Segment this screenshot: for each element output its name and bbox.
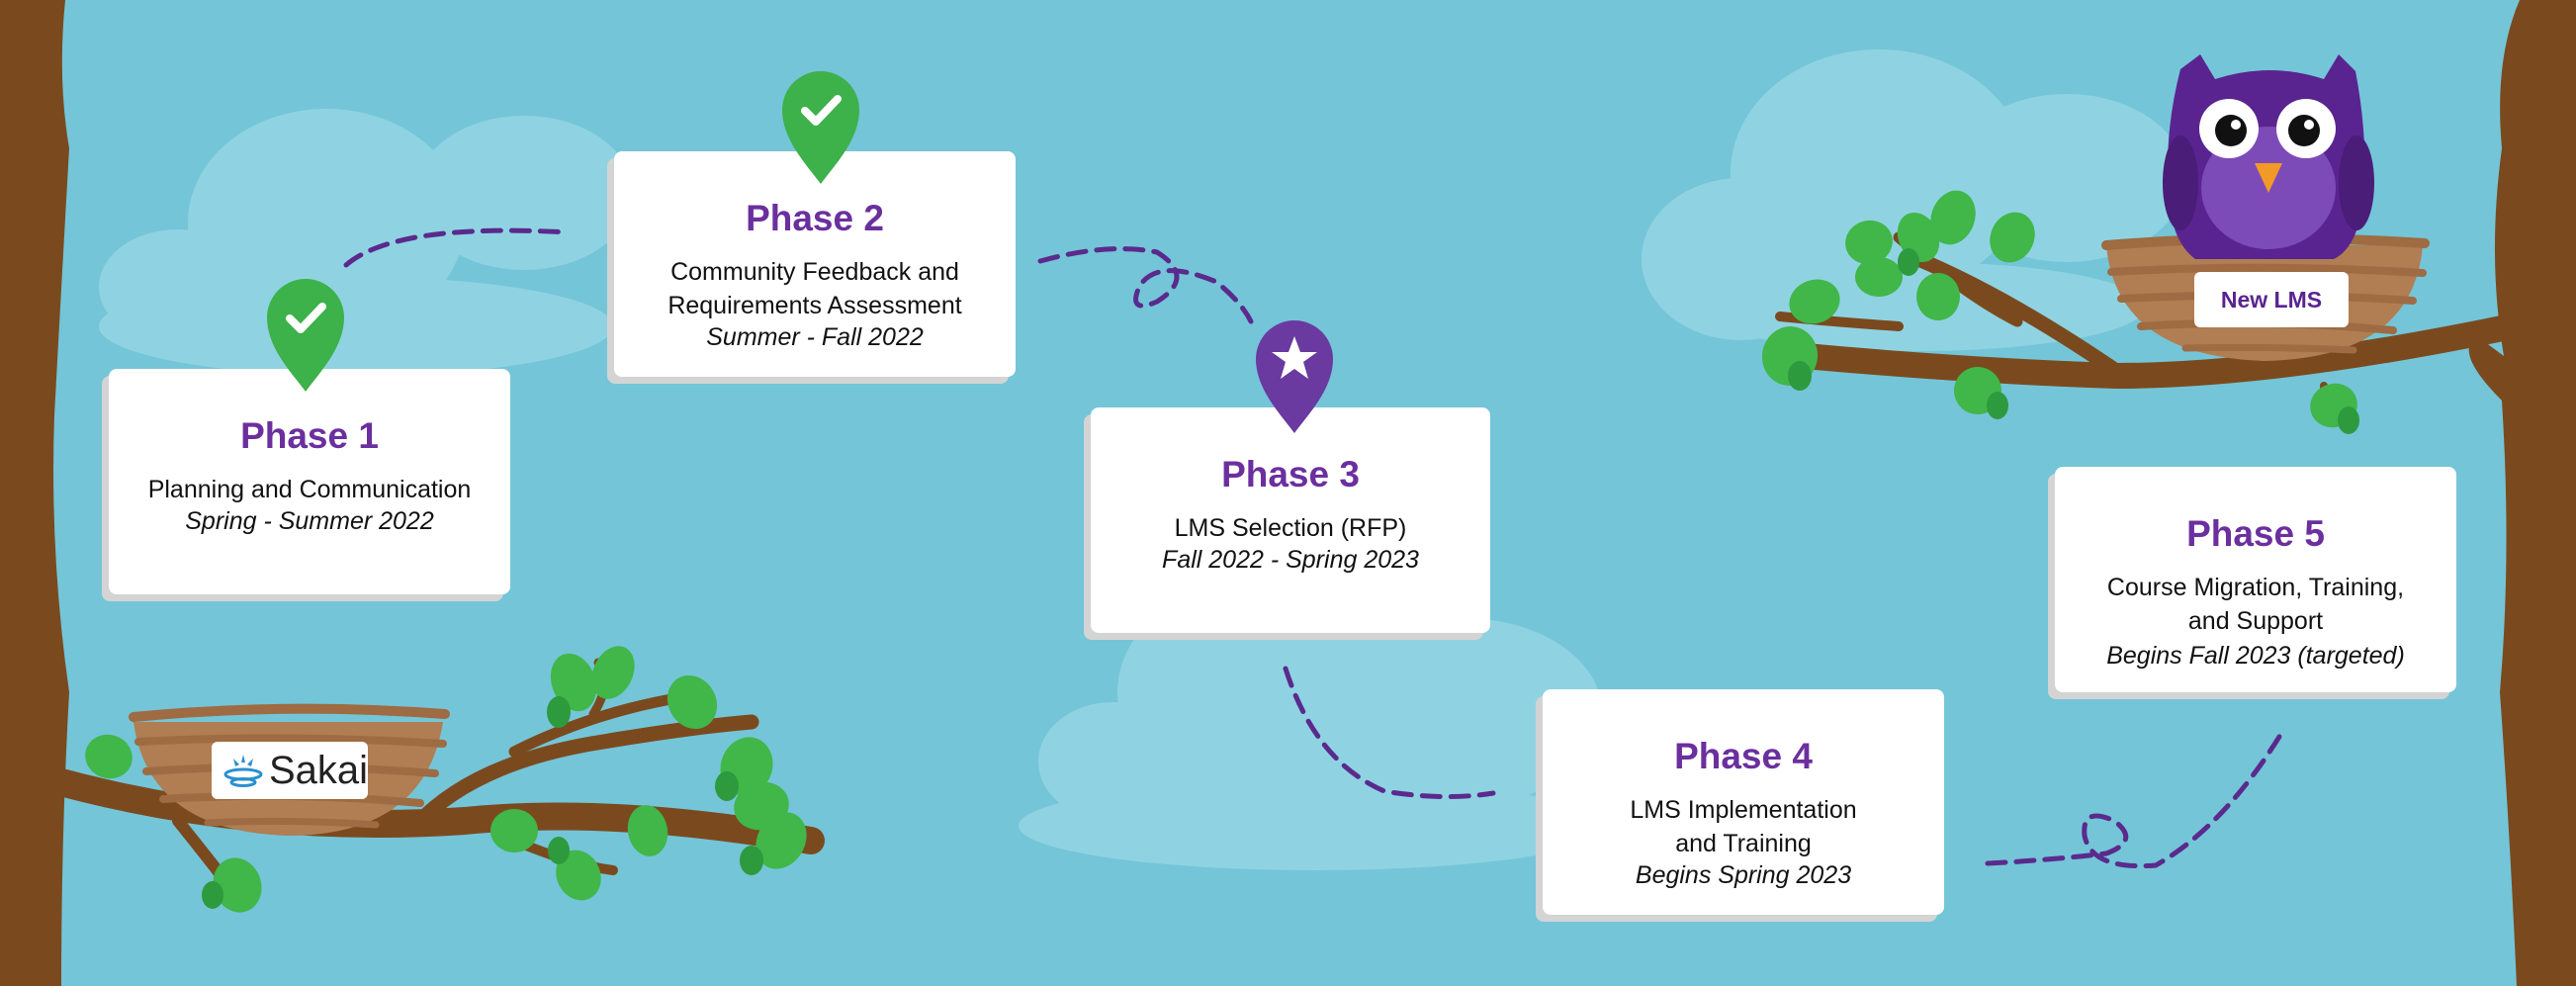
check-pin-icon (267, 279, 344, 392)
phase-dates: Fall 2022 - Spring 2023 (1162, 546, 1419, 574)
phase-5-card: Phase 5 Course Migration, Training, and … (2055, 467, 2456, 692)
phase-description-line-2: Requirements Assessment (667, 292, 962, 319)
phase-description: Planning and Communication (147, 476, 472, 503)
phase-dates: Summer - Fall 2022 (706, 323, 924, 351)
phase-description-line-2: and Support (2187, 607, 2324, 635)
phase-title: Phase 4 (1674, 736, 1813, 776)
left-tree-trunk (0, 0, 69, 986)
dashed-progress-path (343, 227, 2285, 869)
right-leaves (1761, 190, 2359, 434)
sakai-nest-label: Sakai (212, 742, 368, 799)
phase-dates: Begins Fall 2023 (targeted) (2106, 642, 2405, 670)
phase-3-card: Phase 3 LMS Selection (RFP) Fall 2022 - … (1091, 407, 1490, 633)
right-branch (1775, 231, 2525, 409)
cloud-right (1642, 49, 2185, 351)
phase-title: Phase 3 (1221, 454, 1360, 494)
phase-1-card: Phase 1 Planning and Communication Sprin… (109, 369, 510, 594)
phase-description: Community Feedback and (670, 258, 959, 286)
cloud-left (99, 109, 633, 376)
phase-dates: Begins Spring 2023 (1635, 861, 1852, 889)
sakai-logo-icon (223, 755, 263, 787)
phase-title: Phase 5 (2186, 513, 2325, 554)
phase-title: Phase 2 (746, 198, 884, 238)
phase-description-line-2: and Training (1675, 830, 1812, 857)
phase-title: Phase 1 (240, 415, 379, 456)
cloud-center (1019, 574, 1612, 870)
phase-description: Course Migration, Training, (2106, 574, 2405, 601)
phase-2-card: Phase 2 Community Feedback and Requireme… (614, 151, 1016, 377)
new-lms-nest-label: New LMS (2194, 272, 2349, 327)
phase-description: LMS Selection (RFP) (1174, 514, 1407, 542)
phase-4-card: Phase 4 LMS Implementation and Training … (1543, 689, 1944, 915)
right-tree-trunk (2468, 0, 2576, 986)
left-leaves (85, 646, 807, 913)
phase-dates: Spring - Summer 2022 (185, 507, 434, 535)
star-pin-icon (1256, 320, 1333, 433)
sakai-label: Sakai (269, 749, 369, 792)
new-lms-label: New LMS (2220, 287, 2323, 313)
owl-mascot (2163, 54, 2374, 259)
check-pin-icon (782, 71, 859, 184)
phase-description: LMS Implementation (1630, 796, 1857, 824)
